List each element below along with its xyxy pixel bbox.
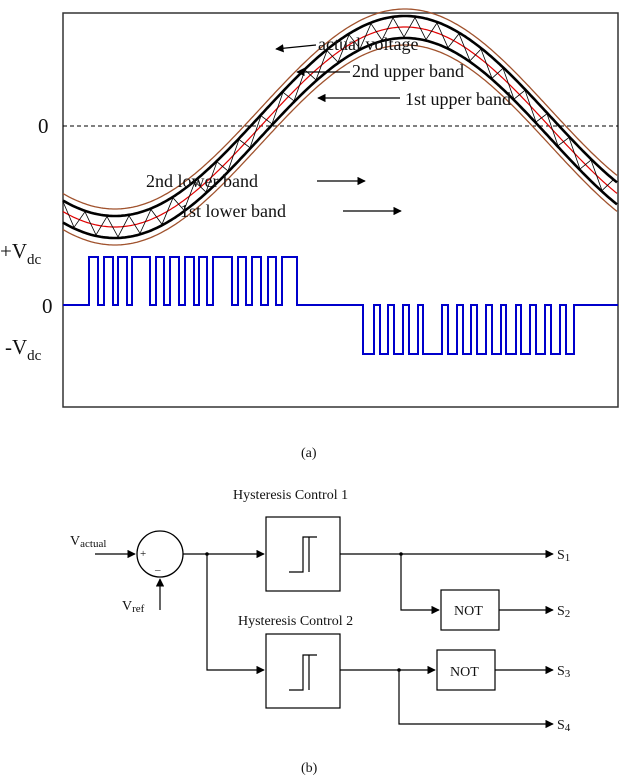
s2-label: S2 <box>557 604 570 620</box>
neg-vdc-label: -Vdc <box>5 335 42 364</box>
out-zero-label: 0 <box>42 294 53 318</box>
axis-zero-label: 0 <box>38 114 49 138</box>
v-actual-label: Vactual <box>70 534 106 550</box>
label-2nd-lower-band: 2nd lower band <box>146 171 258 191</box>
s4-label: S4 <box>557 718 571 734</box>
arrow-actual-voltage <box>275 44 317 53</box>
s3-label: S3 <box>557 664 571 680</box>
to-not1 <box>400 554 440 615</box>
caption-a: (a) <box>301 446 317 461</box>
pos-vdc-label: +Vdc <box>0 239 42 268</box>
inner-lower-band <box>62 36 618 240</box>
hysteresis-symbol-1 <box>289 536 317 573</box>
label-1st-lower-band: 1st lower band <box>180 201 286 221</box>
plus-sign: + <box>140 548 146 560</box>
not-gate-1-label: NOT <box>454 604 483 619</box>
inner-upper-band <box>62 14 618 218</box>
hysteresis-symbol-2 <box>289 654 317 691</box>
outer-lower-band <box>62 44 618 246</box>
plot-frame <box>62 12 619 408</box>
panel-a: 0 actual voltage 2nd upper band 1st uppe… <box>0 8 619 461</box>
not-gate-1 <box>440 589 500 631</box>
caption-b: (b) <box>301 761 318 776</box>
pwm-output-waveform <box>63 256 618 355</box>
label-2nd-upper-band: 2nd upper band <box>352 61 464 81</box>
waveforms <box>62 8 618 246</box>
panel-b: Hysteresis Control 1 Hysteresis Control … <box>70 488 571 776</box>
s1-label: S1 <box>557 548 570 564</box>
not-gate-2-label: NOT <box>450 665 479 680</box>
actual-voltage-zigzag <box>62 16 614 238</box>
switching-pulses <box>63 256 618 355</box>
title-hysteresis-2: Hysteresis Control 2 <box>238 614 353 629</box>
outer-upper-band <box>62 8 618 210</box>
minus-sign: – <box>154 564 161 576</box>
reference-sine <box>62 26 618 228</box>
to-s4 <box>398 670 554 729</box>
label-1st-upper-band: 1st upper band <box>405 89 511 109</box>
not-gate-2 <box>436 649 496 691</box>
v-ref-label: Vref <box>122 599 145 615</box>
to-hyst2 <box>206 554 265 675</box>
label-actual-voltage: actual voltage <box>318 34 418 54</box>
title-hysteresis-1: Hysteresis Control 1 <box>233 488 348 503</box>
